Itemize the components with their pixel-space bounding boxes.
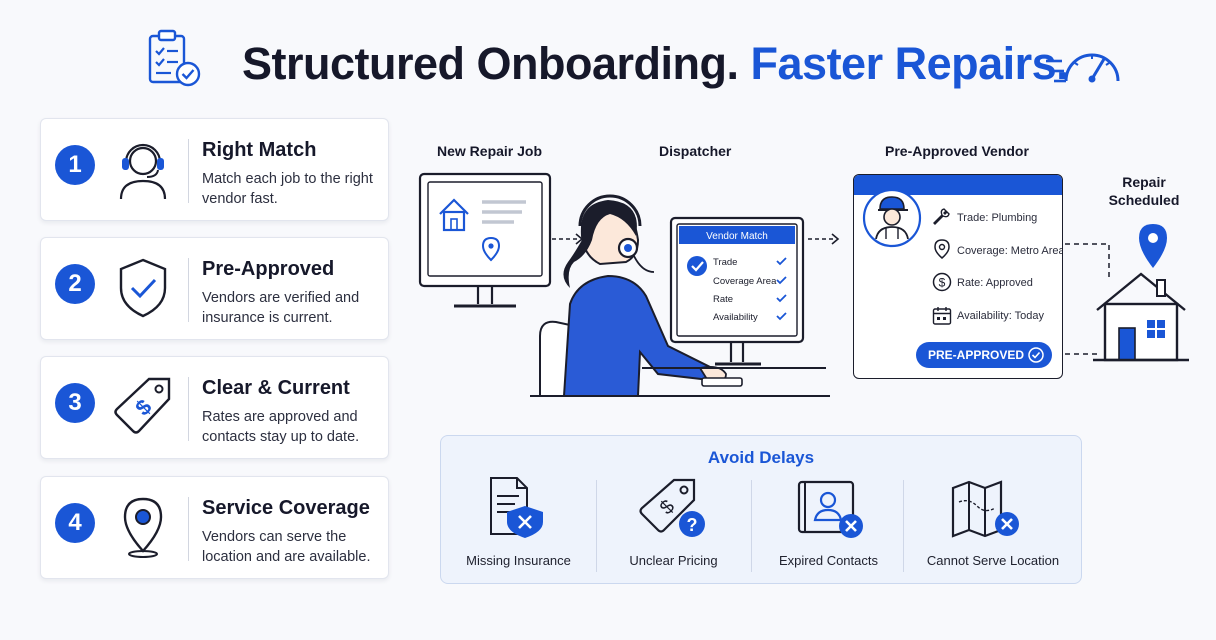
monitor-header: Vendor Match — [706, 231, 768, 242]
map-pin-icon — [934, 239, 950, 259]
clipboard-check-icon — [147, 28, 203, 88]
avoid-item-label: Expired Contacts — [779, 553, 878, 568]
check-circle-icon — [1028, 347, 1044, 363]
headset-agent-icon — [113, 137, 173, 201]
vendor-coverage: Coverage: Metro Area — [957, 245, 1063, 257]
badge-label: PRE-APPROVED — [928, 348, 1025, 362]
vendor-availability: Availability: Today — [957, 310, 1045, 322]
svg-text:?: ? — [687, 515, 698, 535]
map-x-icon — [949, 480, 1029, 542]
price-tag-icon: $ — [113, 375, 173, 439]
step-title: Service Coverage — [202, 497, 370, 519]
match-item-coverage: Coverage Area — [713, 276, 777, 287]
label-new-repair-job: New Repair Job — [437, 143, 543, 159]
label-dispatcher: Dispatcher — [659, 143, 732, 159]
avoid-item-missing-insurance: Missing Insurance — [441, 476, 596, 576]
vendor-trade: Trade: Plumbing — [957, 212, 1038, 224]
step-title: Pre-Approved — [202, 258, 335, 280]
vendor-match-monitor: Vendor Match Trade Coverage Area Rate Av… — [669, 216, 809, 376]
step-number: 1 — [55, 145, 95, 185]
step-description: Vendors can serve the location and are a… — [202, 529, 371, 565]
step-card-clear-current: 3 $ Clear & Current Rates are approved a… — [40, 356, 389, 459]
match-item-availability: Availability — [713, 312, 758, 323]
document-x-icon — [485, 476, 549, 540]
vendor-to-house-connector — [1063, 240, 1123, 360]
speedometer-icon — [1044, 33, 1124, 89]
step-separator — [188, 139, 189, 203]
avoid-item-expired-contacts: Expired Contacts — [751, 476, 906, 576]
avoid-delays-title: Avoid Delays — [707, 448, 815, 467]
price-tag-question-icon: $ ? — [636, 476, 708, 542]
avoid-divider — [903, 480, 904, 572]
vendor-rate: Rate: Approved — [957, 277, 1033, 289]
step-title: Clear & Current — [202, 377, 350, 399]
label-pre-approved-vendor: Pre-Approved Vendor — [885, 143, 1029, 159]
label-repair-scheduled: Repair Scheduled — [1108, 174, 1180, 208]
dispatcher-illustration — [530, 194, 830, 400]
step-card-service-coverage: 4 Service Coverage Vendors can serve the… — [40, 476, 389, 579]
title-accent: Faster Repairs. — [750, 38, 1069, 89]
avoid-delays-panel: Avoid Delays Missing Insurance $ ? — [440, 435, 1082, 584]
vendor-card-header-bar — [854, 175, 1062, 195]
step-number: 2 — [55, 264, 95, 304]
flow-arrow — [808, 232, 842, 246]
match-item-rate: Rate — [713, 294, 733, 305]
step-description: Match each job to the right vendor fast. — [202, 171, 373, 207]
page-title: Structured Onboarding. Faster Repairs. — [242, 38, 1069, 90]
step-card-pre-approved: 2 Pre-Approved Vendors are verified and … — [40, 237, 389, 340]
step-separator — [188, 258, 189, 322]
step-card-right-match: 1 Right Match Match each job to the righ… — [40, 118, 389, 221]
dollar-circle-icon: $ — [932, 272, 952, 292]
technician-avatar — [862, 187, 922, 249]
svg-text:$: $ — [656, 496, 679, 519]
avoid-item-cannot-serve-location: Cannot Serve Location — [903, 476, 1083, 576]
avoid-item-label: Cannot Serve Location — [926, 553, 1060, 568]
step-description: Rates are approved and contacts stay up … — [202, 409, 360, 445]
step-title: Right Match — [202, 139, 317, 161]
pre-approved-badge: PRE-APPROVED — [916, 342, 1052, 368]
step-number: 4 — [55, 503, 95, 543]
avoid-divider — [596, 480, 597, 572]
step-separator — [188, 377, 189, 441]
pre-approved-vendor-card: Trade: Plumbing Coverage: Metro Area $ R… — [853, 174, 1063, 379]
title-main: Structured Onboarding. — [242, 38, 739, 89]
avoid-item-label: Unclear Pricing — [629, 553, 718, 568]
step-separator — [188, 497, 189, 561]
avoid-item-unclear-pricing: $ ? Unclear Pricing — [596, 476, 751, 576]
calendar-icon — [932, 306, 952, 326]
match-item-trade: Trade — [713, 257, 737, 268]
wrench-icon — [932, 207, 950, 225]
step-description: Vendors are verified and insurance is cu… — [202, 290, 360, 326]
location-pin-icon — [113, 495, 173, 559]
shield-check-icon — [113, 256, 173, 320]
step-number: 3 — [55, 383, 95, 423]
house-scheduled-icon — [1093, 222, 1189, 364]
job-monitor-illustration — [418, 172, 554, 318]
avoid-divider — [751, 480, 752, 572]
svg-text:$: $ — [939, 276, 946, 290]
avoid-item-label: Missing Insurance — [466, 553, 571, 568]
contact-card-x-icon — [795, 480, 867, 542]
